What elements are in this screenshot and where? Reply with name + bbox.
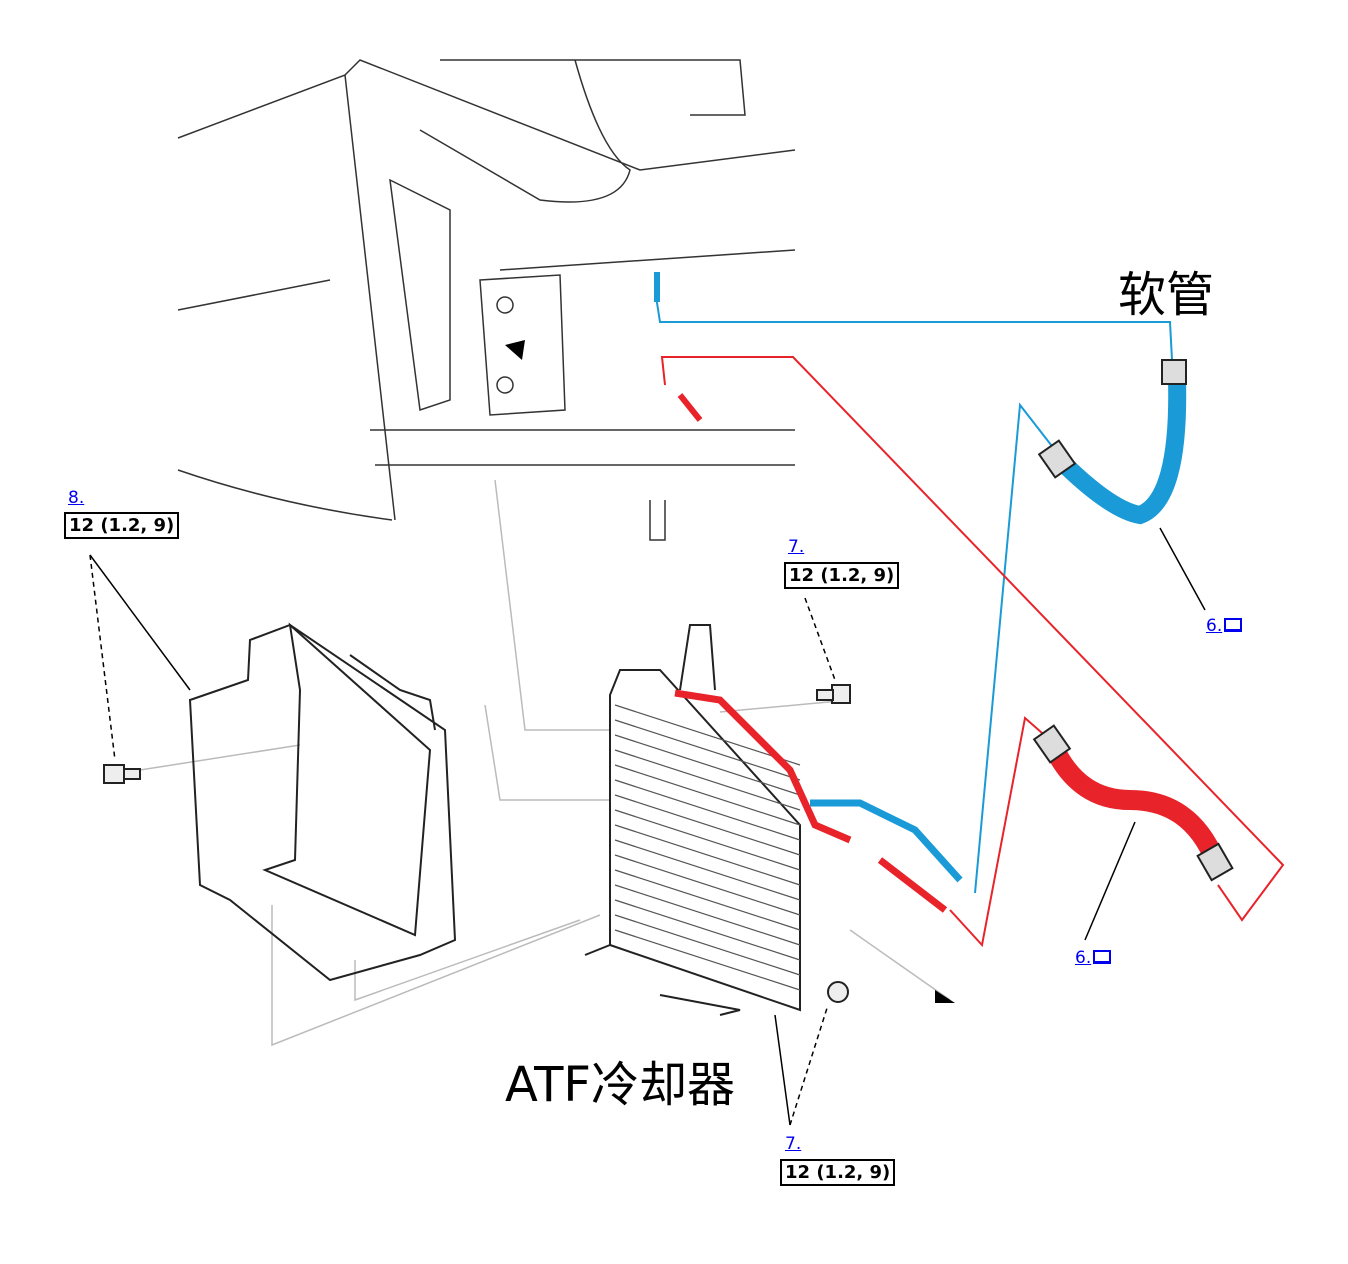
hose-lower-red (1046, 745, 1225, 865)
cooler-fin (614, 899, 801, 961)
vehicle-frame (177, 59, 796, 541)
cooler-fin (614, 929, 801, 991)
cooler-pipe-blue (810, 799, 963, 883)
cooler-pipe-red-2 (877, 857, 948, 913)
ref-link-7-lower[interactable]: 7. (785, 1134, 802, 1154)
torque-spec: 12 (1.2, 9) (64, 512, 180, 539)
cooler-fin (614, 719, 801, 781)
ref-number: 6. (1206, 616, 1223, 636)
torque-spec: 12 (1.2, 9) (784, 562, 900, 589)
ref-link-8[interactable]: 8. (68, 488, 85, 508)
cooler-fin (614, 794, 801, 856)
frame-pipe-red (677, 393, 703, 422)
cooler-fin (614, 734, 801, 796)
hose-upper-blue (1051, 379, 1187, 525)
cooler-fin (614, 914, 801, 976)
atf-cooler-label: ATF冷却器 (505, 1057, 736, 1113)
ref-number: 6. (1075, 948, 1092, 968)
hose-red-route (660, 356, 1285, 948)
ref-link-6-upper[interactable]: 6. (1206, 616, 1243, 636)
hose-label: 软管 (1118, 267, 1215, 323)
cooler-fin (614, 884, 801, 946)
manual-book-icon (1224, 618, 1243, 632)
cooler-fin (614, 854, 801, 916)
cooler-fin (614, 839, 801, 901)
cooler-fin (614, 779, 801, 841)
torque-spec: 12 (1.2, 9) (780, 1159, 896, 1186)
cooler-fin (614, 764, 801, 826)
ref-link-6-lower[interactable]: 6. (1075, 948, 1112, 968)
arrowheads (505, 340, 955, 1003)
manual-book-icon (1093, 950, 1112, 964)
leader-lines-gray (139, 479, 951, 1047)
cooler-fin (614, 749, 801, 811)
cooler-fin (614, 869, 801, 931)
cooler-fin (614, 824, 801, 886)
ref-link-7-upper[interactable]: 7. (788, 537, 805, 557)
cooler-fins (614, 704, 801, 991)
hose-blue-route (654, 289, 1173, 894)
cooler-pipe-red (674, 689, 852, 844)
cooler-fin (614, 809, 801, 871)
hose-fittings (1032, 359, 1234, 882)
bolts (103, 684, 851, 1003)
cooler-fin (614, 704, 801, 766)
cooler-shroud (188, 622, 457, 982)
leader-arrows (89, 527, 1206, 1126)
